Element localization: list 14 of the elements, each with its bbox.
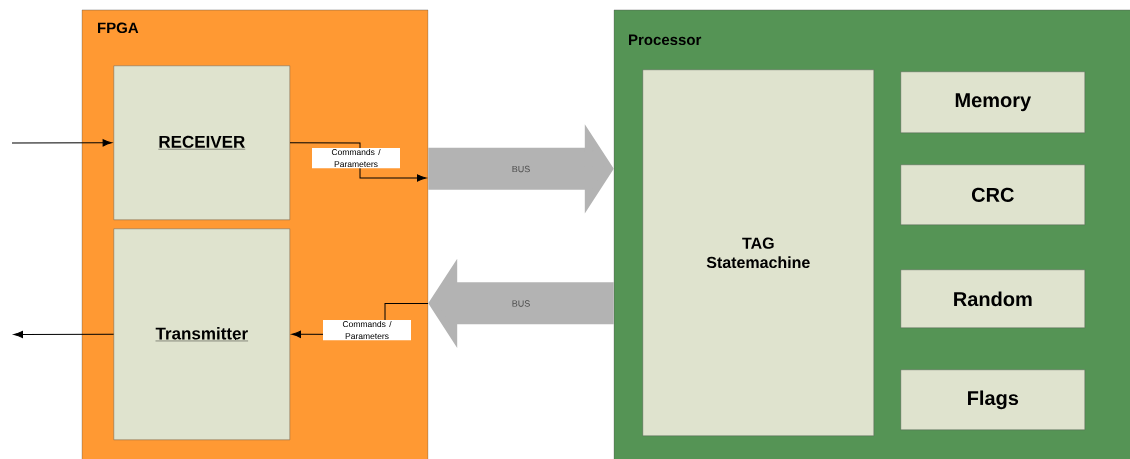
- edge-label: BUS: [512, 300, 530, 307]
- block-box: RECEIVER: [113, 65, 290, 220]
- edge-label: BUS: [512, 165, 530, 173]
- block-box: Random: [900, 269, 1085, 328]
- edge-label: Commands / Parameters: [312, 147, 400, 169]
- arrow: [13, 330, 115, 339]
- arrow: [289, 142, 427, 182]
- block-box: Flags: [900, 369, 1085, 430]
- block-box: Memory: [900, 71, 1085, 133]
- block-box: CRC: [900, 164, 1085, 225]
- arrow: [11, 139, 112, 147]
- block-box: Transmitter: [113, 228, 290, 440]
- edge-label: Commands / Parameters: [323, 319, 411, 341]
- block-box: TAG Statemachine: [642, 69, 874, 436]
